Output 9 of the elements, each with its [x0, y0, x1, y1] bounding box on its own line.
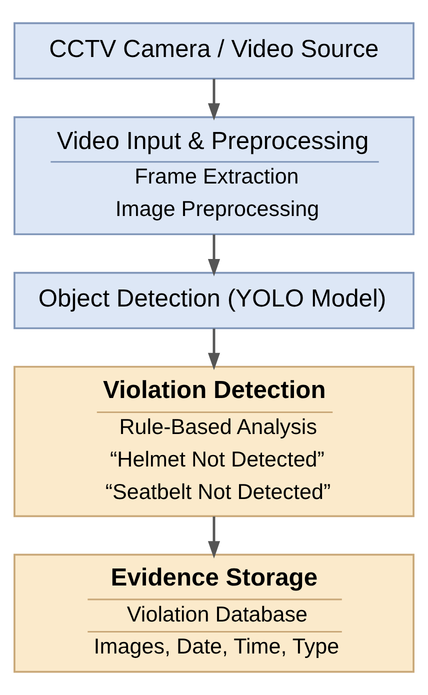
node-box: CCTV Camera / Video Source [14, 22, 414, 80]
node-box: Violation Detection Rule-Based Analysis “Helmet Not Detected” “Seatbelt Not Detected” [14, 366, 414, 518]
arrow [208, 78, 220, 121]
node-box: Object Detection (YOLO Model) [14, 272, 414, 330]
arrow [208, 516, 220, 558]
node-box: Video Input & Preprocessing Frame Extraction Image Preprocessing [14, 116, 414, 236]
node-box: Evidence Storage Violation Database Images, Date, Time, Type [14, 554, 414, 673]
arrow [208, 234, 220, 276]
arrow [208, 328, 220, 370]
